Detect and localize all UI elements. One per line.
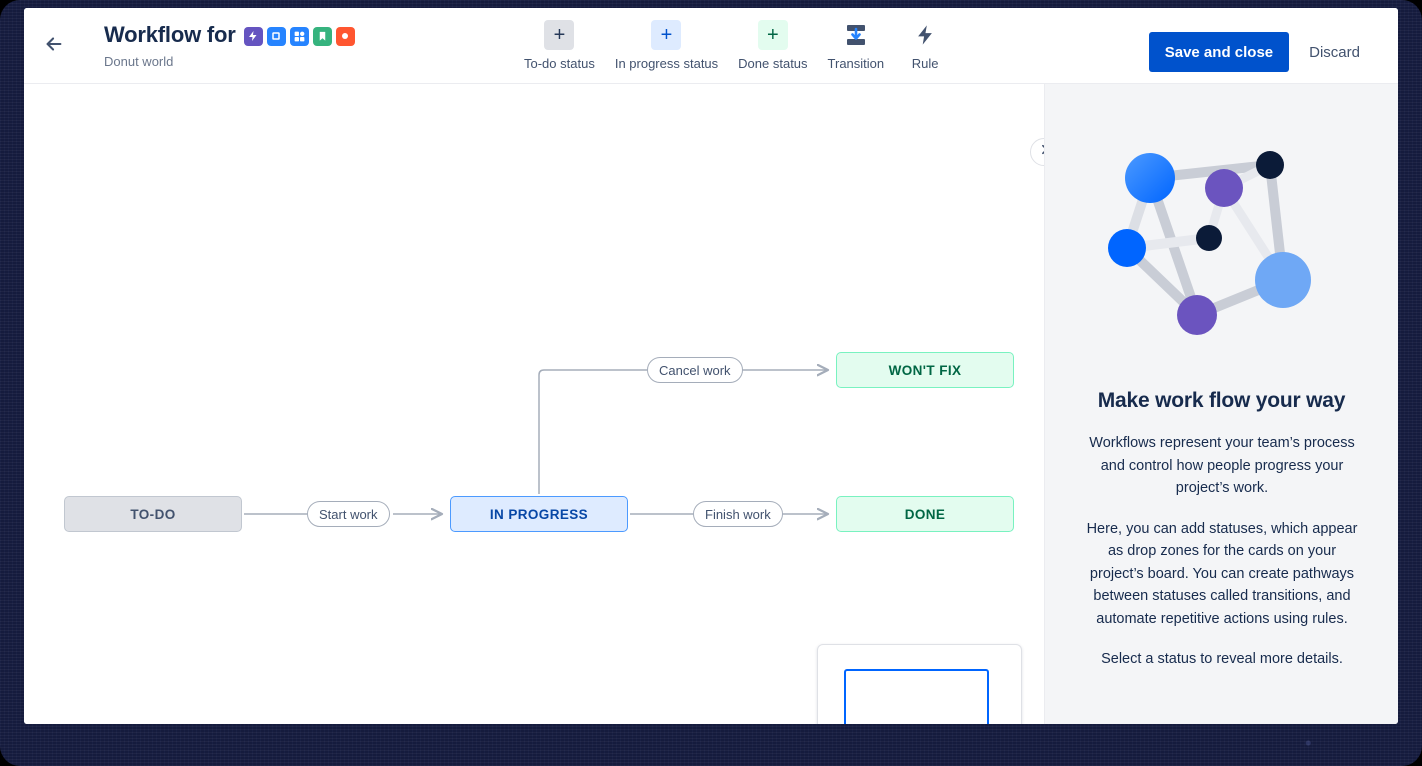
workflow-connectors (244, 84, 1044, 724)
network-graph-illustration (1097, 130, 1347, 355)
add-inprogress-status-label: In progress status (614, 56, 719, 71)
add-todo-status-label: To-do status (524, 56, 595, 71)
workflow-toolbar: + To-do status + In progress status + Do… (514, 20, 956, 72)
plus-icon: + (544, 20, 575, 50)
side-panel-paragraph-1: Workflows represent your team’s process … (1089, 435, 1355, 496)
side-panel-paragraph-2: Here, you can add statuses, which appear… (1086, 520, 1358, 627)
app-body: TO-DO IN PROGRESS DONE WON'T FIX Start w… (24, 84, 1398, 724)
minimap-viewport-rect[interactable] (844, 669, 989, 724)
status-node-done[interactable]: DONE (836, 496, 1014, 532)
arrow-left-icon (43, 33, 65, 60)
page-title: Workflow for (104, 22, 236, 47)
status-node-in-progress[interactable]: IN PROGRESS (450, 496, 628, 532)
add-inprogress-status-button[interactable]: + In progress status (605, 20, 728, 72)
transition-start-work[interactable]: Start work (307, 501, 390, 527)
discard-button[interactable]: Discard (1297, 32, 1372, 72)
transition-finish-work[interactable]: Finish work (693, 501, 783, 527)
plus-icon: + (757, 20, 788, 50)
workflow-canvas[interactable]: TO-DO IN PROGRESS DONE WON'T FIX Start w… (24, 84, 1044, 724)
canvas-minimap[interactable] (817, 644, 1022, 724)
lightning-bolt-icon (910, 20, 940, 50)
side-panel-title: Make work flow your way (1097, 389, 1346, 412)
nodes-project-icon (289, 26, 309, 46)
workflow-editor-app: Workflow for (24, 8, 1398, 724)
status-node-todo[interactable]: TO-DO (64, 496, 242, 532)
plus-icon: + (651, 20, 682, 50)
add-rule-label: Rule (911, 56, 939, 71)
bookmark-project-icon (312, 26, 332, 46)
lightning-project-icon (243, 26, 263, 46)
status-node-wont-fix[interactable]: WON'T FIX (836, 352, 1014, 388)
add-done-status-button[interactable]: + Done status (728, 20, 817, 72)
page-subtitle: Donut world (104, 54, 174, 69)
square-project-icon (266, 26, 286, 46)
app-header: Workflow for (24, 8, 1398, 84)
add-transition-button[interactable]: Transition (818, 20, 895, 72)
circle-project-icon (335, 26, 355, 46)
save-and-close-button[interactable]: Save and close (1148, 32, 1290, 72)
add-todo-status-button[interactable]: + To-do status (514, 20, 605, 72)
transition-cancel-work[interactable]: Cancel work (647, 357, 743, 383)
side-panel-paragraph-3: Select a status to reveal more details. (1101, 651, 1343, 667)
add-transition-label: Transition (827, 56, 885, 71)
transition-icon (841, 20, 871, 50)
chevron-right-icon (1038, 143, 1044, 161)
header-actions: Save and close Discard (1148, 32, 1372, 72)
side-panel-description: Workflows represent your team’s process … (1082, 432, 1362, 671)
add-done-status-label: Done status (738, 56, 808, 71)
back-button[interactable] (36, 28, 72, 64)
info-side-panel: Make work flow your way Workflows repres… (1044, 84, 1398, 724)
project-type-icons (243, 26, 355, 46)
add-rule-button[interactable]: Rule (894, 20, 956, 72)
title-block: Workflow for (104, 20, 355, 71)
